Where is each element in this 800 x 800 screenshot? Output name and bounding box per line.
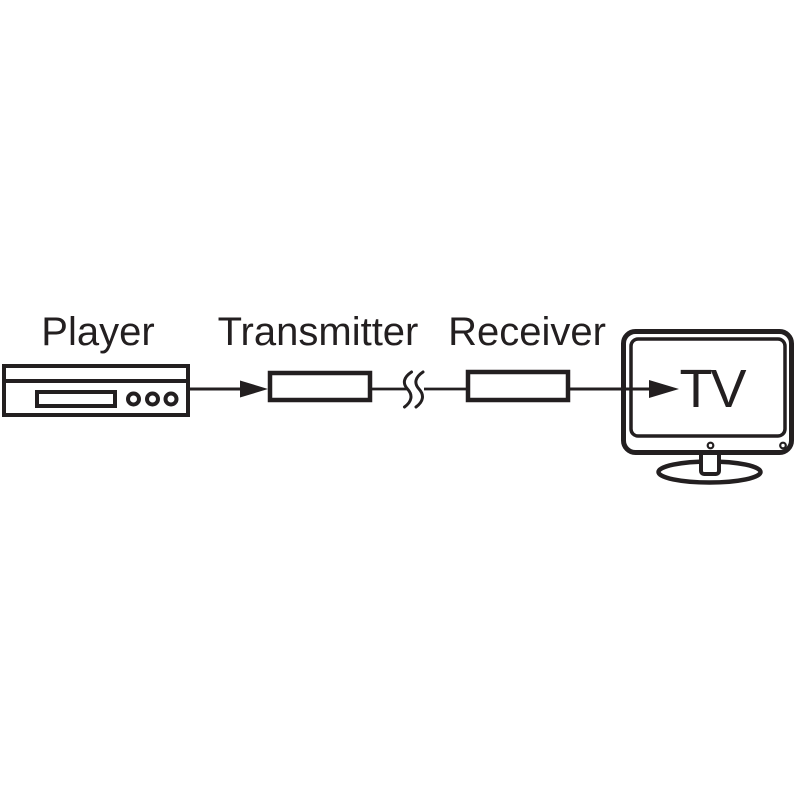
- tv-bezel-button-center: [706, 441, 715, 450]
- right-arrowhead-icon: [240, 380, 268, 398]
- receiver-box: [465, 369, 571, 403]
- transmitter-label: Transmitter: [218, 310, 419, 354]
- arrow-player-to-transmitter: [190, 380, 268, 398]
- arrow-receiver-to-tv: [570, 380, 679, 398]
- break-squiggle-1: [402, 370, 413, 409]
- player-button-icon: [126, 391, 141, 407]
- player-disc-slot: [35, 390, 117, 408]
- break-squiggle-2: [414, 370, 425, 409]
- player-button-icon: [163, 391, 179, 407]
- player-device-icon: [2, 364, 190, 417]
- tv-monitor-icon: [621, 329, 794, 485]
- player-button-icon: [145, 391, 160, 407]
- tv-bezel-button-right: [779, 441, 787, 450]
- right-arrowhead-icon: [649, 380, 679, 398]
- receiver-label: Receiver: [448, 310, 606, 354]
- transmitter-box: [267, 370, 373, 403]
- player-label: Player: [41, 310, 154, 354]
- wireless-break-icon: [402, 370, 425, 409]
- wireless-link: [372, 370, 466, 409]
- tv-label: TV: [679, 359, 746, 419]
